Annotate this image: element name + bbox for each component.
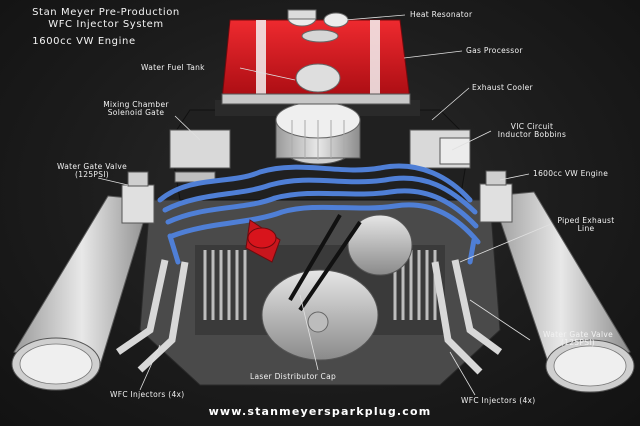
distributor-cap bbox=[245, 219, 281, 263]
water-gate-valves bbox=[121, 170, 513, 224]
title-line-1: Stan Meyer Pre-Production bbox=[32, 7, 180, 18]
label-wfc-injectors-left: WFC Injectors (4x) bbox=[110, 390, 185, 399]
label-exhaust-cooler: Exhaust Cooler bbox=[472, 83, 533, 92]
label-water-fuel-tank: Water Fuel Tank bbox=[141, 63, 205, 72]
engine-block bbox=[139, 199, 501, 386]
vic-boxes bbox=[169, 129, 471, 183]
label-laser-distributor: Laser Distributor Cap bbox=[250, 372, 337, 381]
leader-lines bbox=[97, 14, 552, 396]
label-mixing-chamber-line1: Mixing Chamber bbox=[103, 100, 169, 109]
label-mixing-chamber-line2: Solenoid Gate bbox=[107, 108, 165, 117]
title-line-3: 1600cc VW Engine bbox=[32, 36, 136, 47]
air-filter bbox=[275, 101, 361, 165]
label-water-gate-right: Water Gate Valve (125PSI) bbox=[530, 331, 626, 347]
label-vic-circuit-line1: VIC Circuit bbox=[510, 122, 554, 131]
label-water-gate-left: Water Gate Valve (125PSI) bbox=[44, 163, 140, 179]
label-gas-processor: Gas Processor bbox=[466, 46, 523, 55]
title-line-2: WFC Injector System bbox=[48, 19, 164, 30]
exhaust-pipe-left bbox=[11, 195, 151, 391]
injector-pipes bbox=[116, 259, 503, 375]
exhaust-pipe-right bbox=[491, 191, 635, 393]
label-vic-circuit: VIC Circuit Inductor Bobbins bbox=[480, 123, 584, 139]
label-water-gate-left-line2: (125PSI) bbox=[74, 170, 110, 179]
blue-fuel-lines bbox=[157, 163, 481, 265]
label-water-gate-left-line1: Water Gate Valve bbox=[57, 162, 127, 171]
label-mixing-chamber: Mixing Chamber Solenoid Gate bbox=[86, 101, 186, 117]
footer-url: www.stanmeyersparkplug.com bbox=[208, 405, 432, 418]
label-water-gate-right-line1: Water Gate Valve bbox=[543, 330, 613, 339]
label-piped-exhaust: Piped Exhaust Line bbox=[548, 217, 624, 233]
water-fuel-tank bbox=[221, 9, 411, 105]
label-vic-circuit-line2: Inductor Bobbins bbox=[497, 130, 567, 139]
label-piped-exhaust-line1: Piped Exhaust bbox=[557, 216, 615, 225]
label-engine-right: 1600cc VW Engine bbox=[533, 169, 609, 178]
label-wfc-injectors-right: WFC Injectors (4x) bbox=[461, 396, 536, 405]
label-piped-exhaust-line2: Line bbox=[577, 224, 595, 233]
label-heat-resonator: Heat Resonator bbox=[410, 10, 473, 19]
label-water-gate-right-line2: (125PSI) bbox=[560, 338, 596, 347]
